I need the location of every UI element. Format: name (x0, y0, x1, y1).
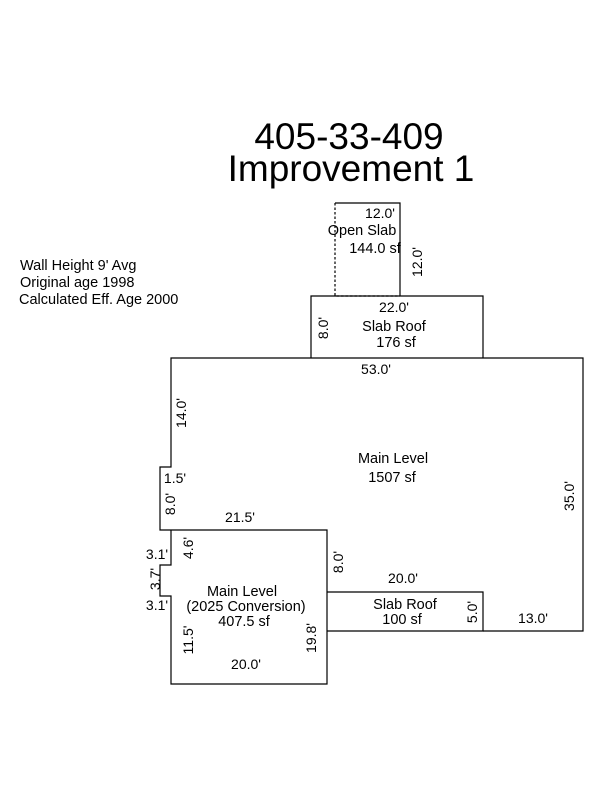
open-slab-area: 12.0' Open Slab 144.0 sf 12.0' (328, 202, 425, 297)
main-level-walls (159, 357, 584, 632)
dim-conv-top: 21.5' (225, 509, 255, 525)
note-original-age: Original age 1998 (20, 275, 134, 291)
dim-slab-roof-top-width: 22.0' (379, 299, 409, 315)
dim-open-slab-top: 12.0' (365, 205, 395, 221)
note-effective-age: Calculated Eff. Age 2000 (19, 292, 178, 308)
improvement-title: Improvement 1 (228, 148, 475, 189)
dim-main-right: 35.0' (561, 481, 577, 511)
dim-main-top: 53.0' (361, 361, 391, 377)
dim-slab-roof-bottom-right: 5.0' (464, 601, 480, 623)
parcel-id: 405-33-409 (254, 116, 443, 157)
slab-roof-top-area-value: 176 sf (376, 335, 416, 351)
dim-conv-right-upper: 8.0' (330, 551, 346, 573)
main-level-area: 53.0' 14.0' 1.5' 8.0' Main Level 1507 sf… (159, 357, 584, 632)
main-level-conversion-walls (159, 529, 328, 685)
dim-main-left-lower: 8.0' (162, 493, 178, 515)
dim-slab-roof-top-left: 8.0' (315, 317, 331, 339)
main-level-name: Main Level (358, 451, 428, 467)
conversion-subname: (2025 Conversion) (186, 599, 305, 615)
slab-roof-bottom-area: 20.0' Slab Roof 100 sf 5.0' (327, 570, 484, 632)
slab-roof-top-name: Slab Roof (362, 319, 427, 335)
dim-slab-roof-bottom-width: 20.0' (388, 570, 418, 586)
open-slab-area-value: 144.0 sf (349, 241, 402, 257)
dim-conv-step-bottom: 3.1' (146, 597, 168, 613)
main-level-conversion-area: 21.5' 4.6' 3.1' 3.7' 3.1' Main Level (20… (146, 509, 346, 685)
open-slab-name: Open Slab (328, 223, 397, 239)
dim-main-left-upper: 14.0' (173, 398, 189, 428)
conversion-area-value: 407.5 sf (218, 614, 271, 630)
slab-roof-bottom-area-value: 100 sf (382, 612, 422, 628)
slab-roof-bottom-name: Slab Roof (373, 597, 438, 613)
conversion-name: Main Level (207, 584, 277, 600)
dim-open-slab-right: 12.0' (409, 247, 425, 277)
slab-roof-top-walls (310, 295, 484, 358)
open-slab-solid-walls (335, 202, 401, 296)
dim-conv-notch: 3.7' (147, 568, 163, 590)
slab-roof-top-area: 22.0' Slab Roof 176 sf 8.0' (310, 295, 484, 358)
main-level-area-value: 1507 sf (368, 470, 417, 486)
dim-conv-right: 19.8' (303, 623, 319, 653)
dim-conv-step-top: 3.1' (146, 546, 168, 562)
dim-conv-left-upper: 4.6' (180, 537, 196, 559)
dim-conv-bottom: 20.0' (231, 656, 261, 672)
dim-main-bottom-right: 13.0' (518, 610, 548, 626)
note-wall-height: Wall Height 9' Avg (20, 258, 136, 274)
dim-conv-left-lower: 11.5' (180, 626, 196, 655)
dim-main-step: 1.5' (164, 470, 186, 486)
slab-roof-bottom-walls (327, 591, 484, 632)
